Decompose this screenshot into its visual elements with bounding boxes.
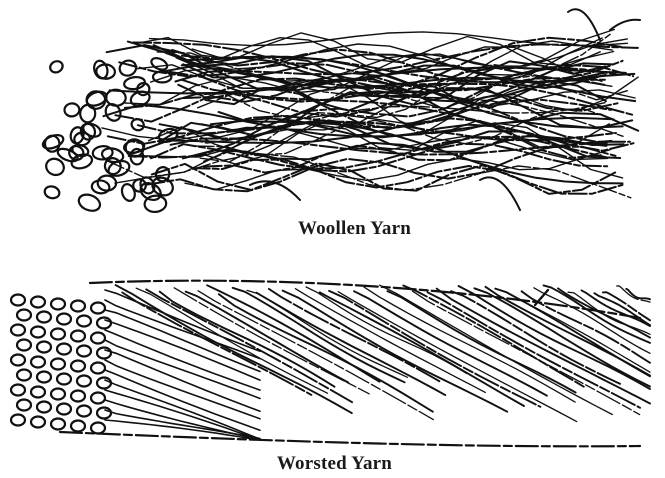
- fibre-end: [31, 327, 45, 338]
- fibre-end: [97, 348, 111, 359]
- fibre-end: [31, 297, 45, 308]
- fibre-end: [91, 303, 105, 314]
- worsted-fibre: [105, 390, 260, 440]
- woollen-yarn-caption: Woollen Yarn: [22, 218, 665, 240]
- fibre-end: [71, 361, 85, 372]
- fibre-end: [11, 415, 25, 426]
- fibre-end: [57, 344, 71, 355]
- stray-fibre: [610, 20, 640, 30]
- fibre-end: [77, 406, 91, 417]
- fibre-end: [77, 316, 91, 327]
- fibre-end: [64, 103, 80, 117]
- fibre-end: [91, 423, 105, 434]
- fibre-end: [91, 393, 105, 404]
- fibre-end: [51, 389, 65, 400]
- fibre-end: [17, 370, 31, 381]
- worsted-yarn-caption: Worsted Yarn: [2, 453, 665, 475]
- fibre-end: [91, 333, 105, 344]
- fibre-end: [11, 385, 25, 396]
- worsted-yarn-drawing: [11, 281, 650, 447]
- fibre-end: [71, 391, 85, 402]
- fibre-end: [17, 340, 31, 351]
- fibre-end: [11, 325, 25, 336]
- woollen-yarn-drawing: [41, 9, 640, 214]
- fibre-end: [150, 56, 169, 72]
- fibre-end: [37, 312, 51, 323]
- fibre-end: [117, 58, 138, 78]
- fibre-end: [43, 185, 60, 200]
- fibre-end: [71, 301, 85, 312]
- fibre-end: [77, 346, 91, 357]
- fibre-end: [57, 374, 71, 385]
- fibre-end: [57, 404, 71, 415]
- fibre-end: [51, 359, 65, 370]
- fibre-end: [37, 372, 51, 383]
- fibre-end: [97, 408, 111, 419]
- worsted-fibre: [626, 289, 650, 299]
- fibre-end: [31, 387, 45, 398]
- fibre-end: [31, 417, 45, 428]
- fibre-end: [11, 355, 25, 366]
- fibre-end: [51, 419, 65, 430]
- fibre-end: [57, 314, 71, 325]
- yarn-bottom-edge: [60, 432, 640, 446]
- stray-fibre: [480, 177, 520, 210]
- fibre-end: [31, 357, 45, 368]
- fibre-end: [71, 331, 85, 342]
- fibre-end: [76, 192, 102, 214]
- fibre-end: [37, 402, 51, 413]
- fibre-end: [80, 105, 96, 123]
- fibre-end: [51, 329, 65, 340]
- fibre-end: [77, 376, 91, 387]
- fibre-end: [120, 182, 137, 202]
- fibre-end: [51, 299, 65, 310]
- fibre-end: [37, 342, 51, 353]
- fibre-end: [11, 295, 25, 306]
- fibre-end: [97, 318, 111, 329]
- worsted-fibre: [198, 291, 433, 420]
- fibre-end: [71, 421, 85, 432]
- fibre-end: [91, 179, 110, 194]
- worsted-fibre: [207, 285, 379, 381]
- fibre-end: [97, 378, 111, 389]
- fibre-end: [17, 310, 31, 321]
- fibre-end: [48, 59, 64, 74]
- fibre-end: [91, 363, 105, 374]
- fibre-end: [17, 400, 31, 411]
